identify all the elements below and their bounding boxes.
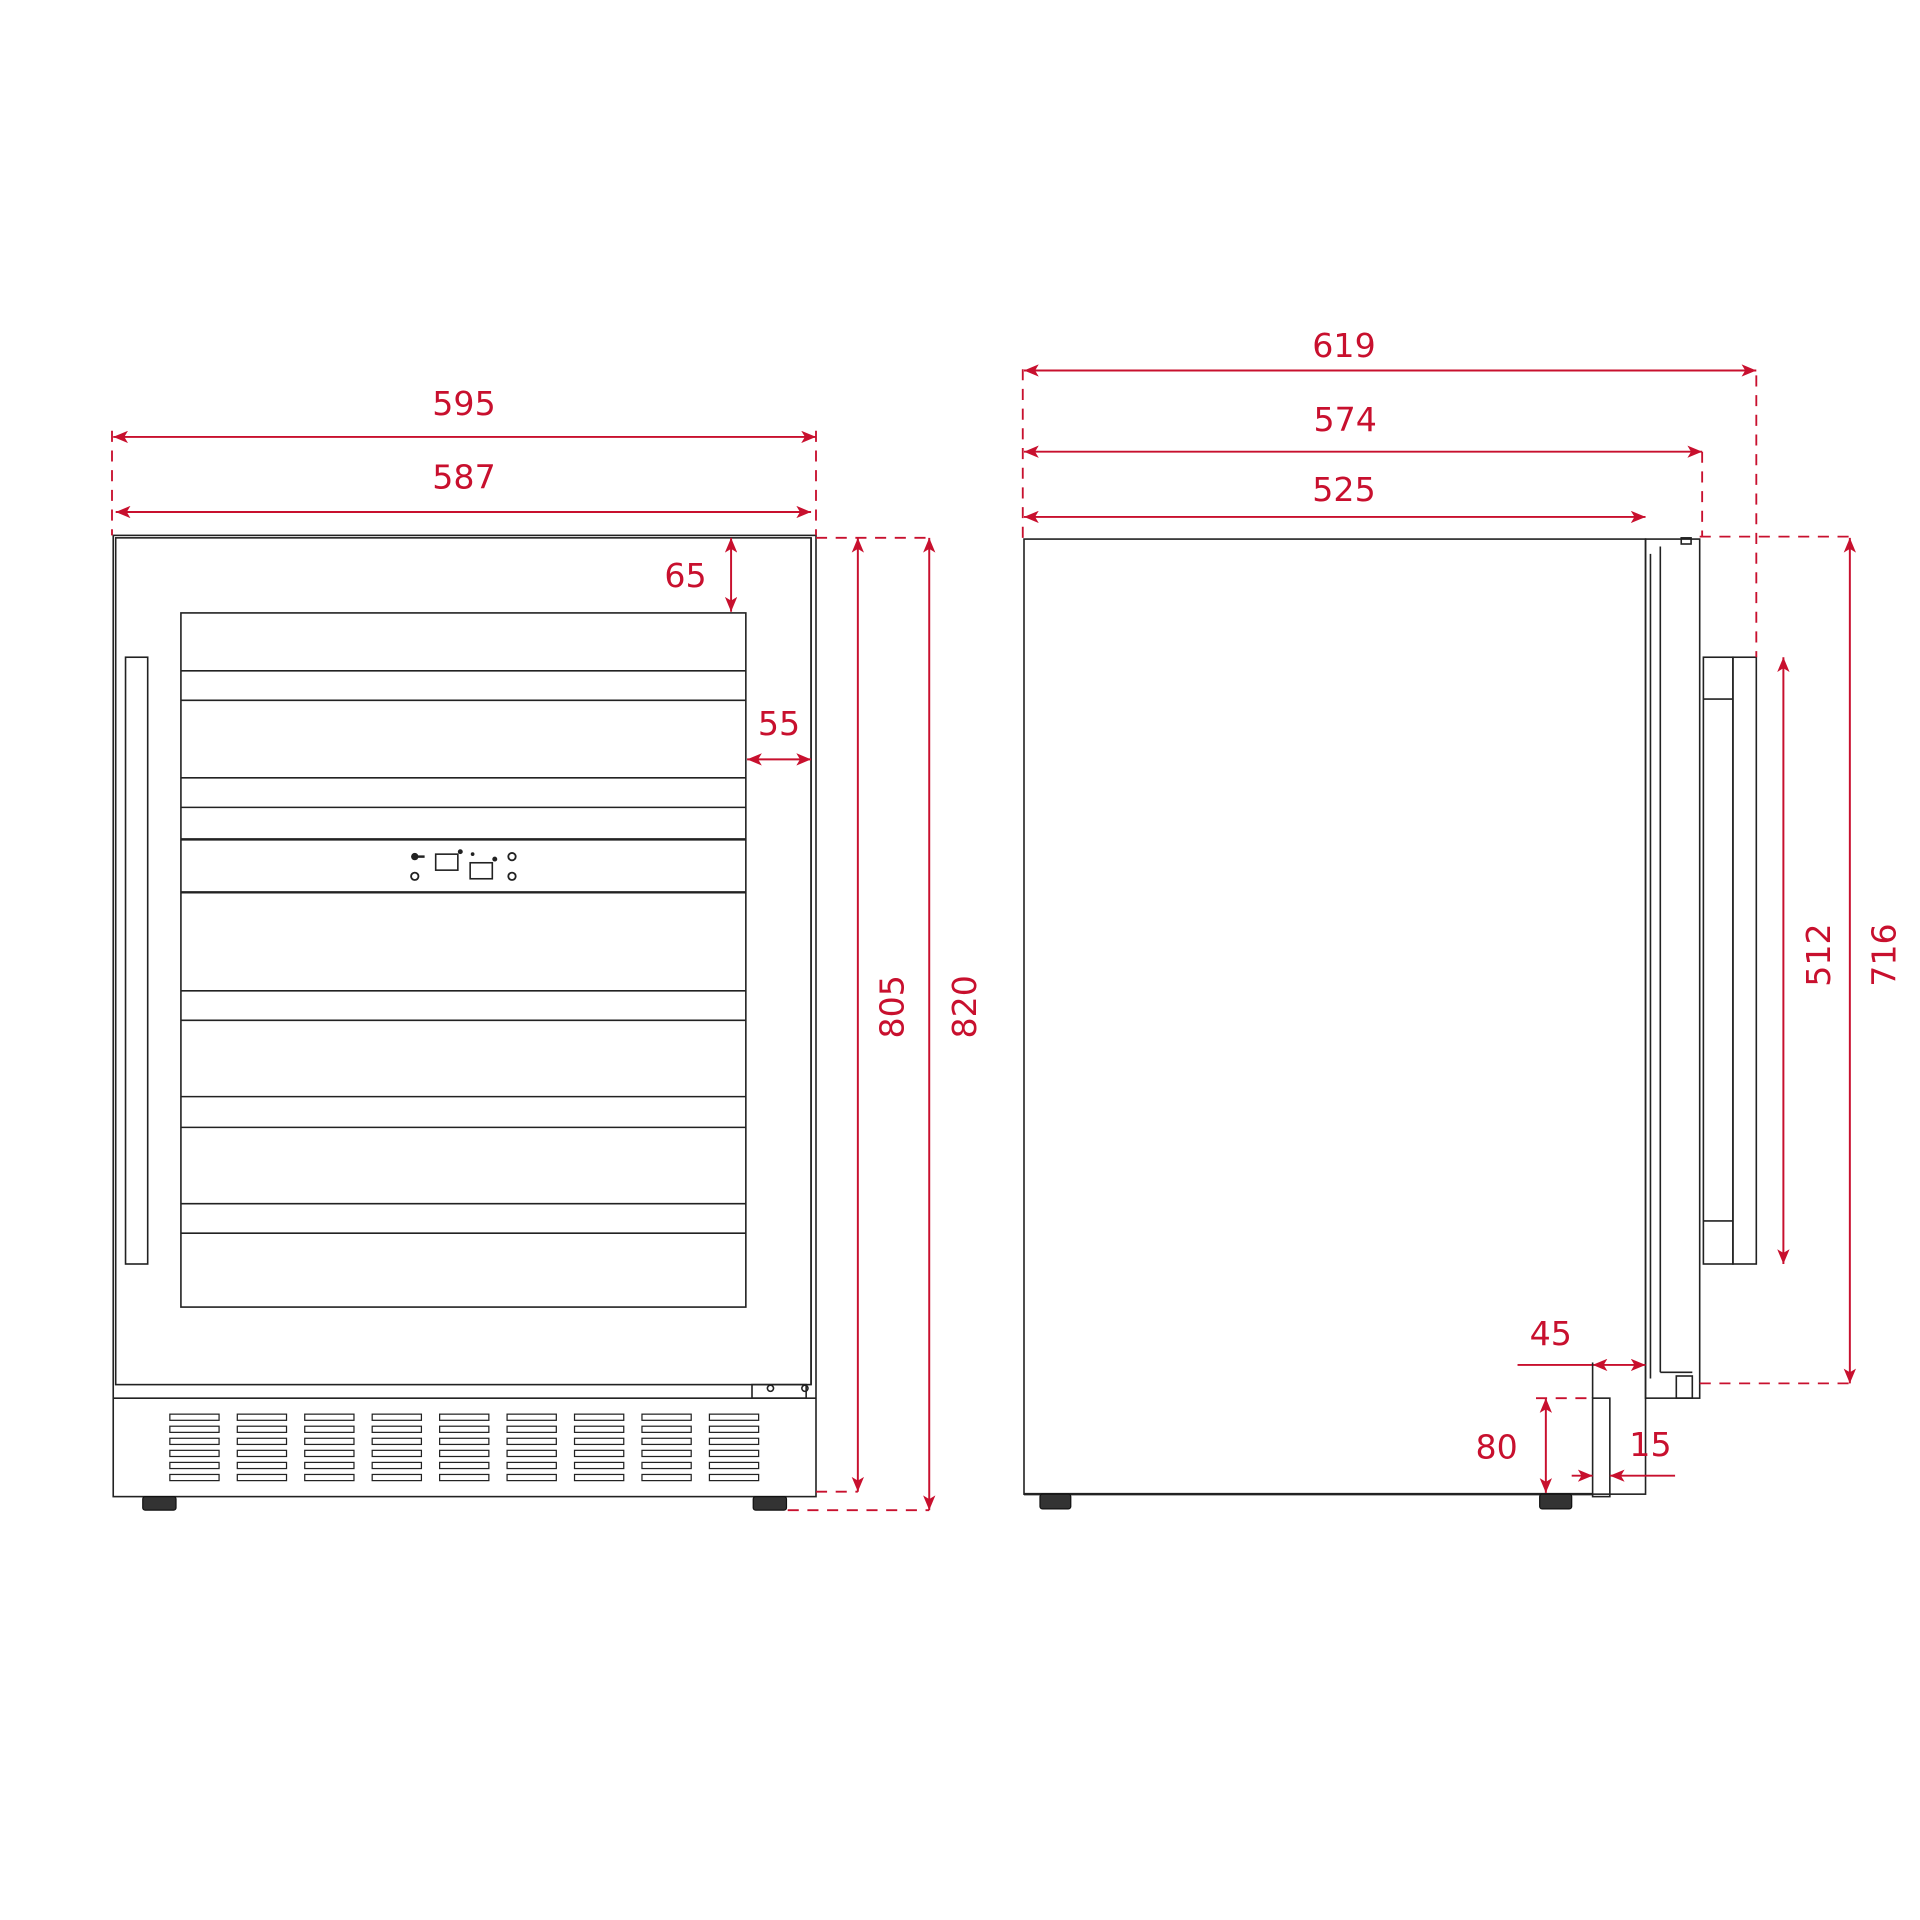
vent-slat [236, 1437, 288, 1446]
vent-slat [573, 1413, 625, 1421]
front-dimensions: 595 587 65 55 805 820 [111, 384, 984, 1512]
vent-slat [708, 1437, 760, 1446]
dim-depth-body: 525 [1312, 470, 1375, 509]
vent-slat [304, 1473, 355, 1482]
dim-height-body: 805 [872, 975, 911, 1038]
vent-slat [439, 1461, 490, 1470]
front-view [112, 534, 817, 1511]
dim-plinth-setback: 45 [1530, 1314, 1572, 1353]
vent-slat [708, 1425, 760, 1433]
vent-slat [169, 1437, 220, 1446]
temp-icon [507, 871, 517, 881]
vent-slat [439, 1413, 490, 1421]
door-frame [114, 537, 812, 1386]
vent-slat [304, 1425, 355, 1433]
foot-front [1039, 1493, 1072, 1510]
vent-slat [371, 1461, 423, 1470]
glass-window [180, 612, 747, 1308]
vent-slat [506, 1449, 557, 1458]
vent-slat [506, 1413, 557, 1421]
vent-slat [304, 1413, 355, 1421]
vent-slat [573, 1461, 625, 1470]
light-icon [507, 852, 517, 862]
side-dimensions: 619 574 525 716 512 45 80 15 [1021, 326, 1903, 1493]
vent-slat [439, 1473, 490, 1482]
door-handle [124, 656, 149, 1265]
plinth [1591, 1397, 1611, 1498]
vent-slat [708, 1449, 760, 1458]
key-icon [411, 852, 419, 861]
vent-slat [236, 1425, 288, 1433]
vent-slat [439, 1437, 490, 1446]
vent-slat [371, 1413, 423, 1421]
vent-slat [506, 1425, 557, 1433]
dim-depth-total: 619 [1312, 326, 1375, 365]
vent-slat [641, 1449, 692, 1458]
vent-slat [236, 1473, 288, 1482]
vent-slat [304, 1449, 355, 1458]
dim-top-margin: 65 [664, 556, 706, 595]
vent-grille [169, 1413, 760, 1482]
foot-left [142, 1496, 177, 1511]
handle-side [1702, 656, 1734, 1265]
vent-slat [439, 1449, 490, 1458]
vent-slat [708, 1461, 760, 1470]
vent-slat [304, 1461, 355, 1470]
vent-slat [169, 1425, 220, 1433]
power-icon [410, 871, 420, 881]
vent-slat [573, 1437, 625, 1446]
vent-slat [169, 1461, 220, 1470]
vent-slat [236, 1449, 288, 1458]
vent-slat [573, 1425, 625, 1433]
vent-slat [506, 1437, 557, 1446]
dim-height-total: 820 [945, 975, 984, 1038]
foot-right [752, 1496, 788, 1511]
vent-slat [439, 1425, 490, 1433]
vent-slat [506, 1461, 557, 1470]
foot-rear [1539, 1493, 1573, 1510]
dim-side-margin: 55 [758, 704, 800, 743]
vent-slat [371, 1473, 423, 1482]
control-panel [410, 849, 517, 881]
vent-slat [573, 1473, 625, 1482]
dim-depth-with-door: 574 [1314, 400, 1377, 439]
vent-slat [641, 1437, 692, 1446]
vent-slat [236, 1413, 288, 1421]
shelves [180, 669, 746, 1235]
dim-door-height: 716 [1864, 923, 1903, 986]
side-view [1023, 537, 1758, 1510]
vent-slat [371, 1449, 423, 1458]
vent-slat [506, 1473, 557, 1482]
vent-slat [573, 1449, 625, 1458]
vent-slat [304, 1437, 355, 1446]
dim-width-door: 587 [432, 458, 495, 497]
vent-slat [641, 1461, 692, 1470]
door-side [1644, 538, 1701, 1399]
vent-slat [371, 1425, 423, 1433]
display-upper [434, 853, 459, 871]
vent-slat [708, 1413, 760, 1421]
dim-plinth-thickness: 15 [1629, 1425, 1671, 1464]
vent-slat [236, 1461, 288, 1470]
dim-handle-length: 512 [1799, 923, 1838, 986]
vent-slat [169, 1449, 220, 1458]
vent-slat [169, 1413, 220, 1421]
vent-slat [641, 1413, 692, 1421]
display-lower [469, 861, 494, 880]
vent-slat [371, 1437, 423, 1446]
vent-slat [641, 1425, 692, 1433]
vent-slat [169, 1473, 220, 1482]
vent-slat [641, 1473, 692, 1482]
dim-plinth-height: 80 [1475, 1427, 1517, 1466]
vent-slat [708, 1473, 760, 1482]
dim-width-total: 595 [432, 384, 495, 423]
